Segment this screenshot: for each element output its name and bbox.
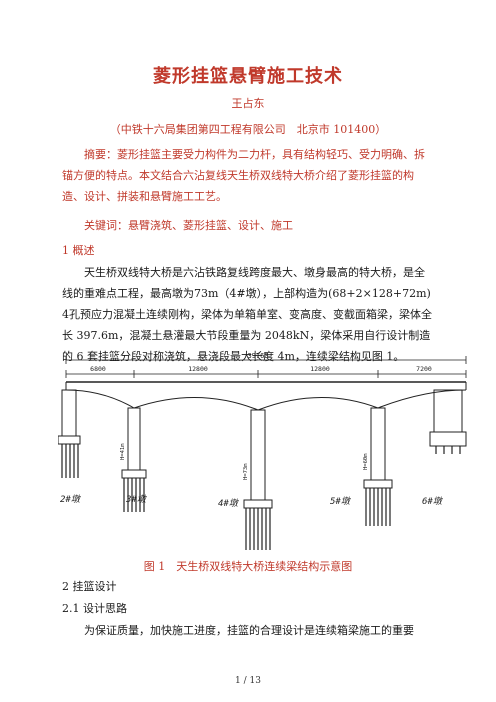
bridge-figure: 39760 6800 12800 12800 7200 H=41m — [58, 352, 467, 550]
pier-6 — [433, 389, 463, 433]
paper-title: 菱形挂篮悬臂施工技术 — [153, 66, 343, 87]
abstract: 摘要：菱形挂篮主要受力构件为二力杆，具有结构轻巧、受力明确、拆锚方便的特点。本文… — [62, 148, 425, 203]
pier-label: 2#墩 — [60, 494, 82, 505]
pier-label: 3#墩 — [125, 494, 148, 505]
span-label: 6800 — [90, 365, 106, 373]
total-span-label: 39760 — [247, 352, 268, 360]
span-label: 12800 — [188, 365, 208, 373]
pier-height-label: H=73m — [243, 463, 249, 480]
pier-5 — [370, 407, 386, 481]
author-name: 王占东 — [231, 97, 265, 110]
pier-4 — [250, 409, 266, 501]
pier-label: 5#墩 — [330, 496, 352, 507]
pier-3 — [127, 407, 141, 471]
span-label: 12800 — [310, 365, 330, 373]
pier-label: 6#墩 — [422, 496, 444, 507]
pier-2 — [61, 389, 77, 437]
section-1-heading: 1 概述 — [62, 244, 95, 257]
pier-height-label: H=60m — [363, 453, 369, 470]
pier-height-label: H=41m — [120, 443, 126, 460]
section-2-1-text: 为保证质量，加快施工进度，挂篮的合理设计是连续箱梁施工的重要 — [84, 624, 414, 637]
keywords: 关键词：悬臂浇筑、菱形挂篮、设计、施工 — [84, 219, 293, 232]
girder-bottom — [65, 389, 467, 411]
author-affiliation: （中铁十六局集团第四工程有限公司 北京市 101400） — [109, 123, 387, 136]
section-2-1-heading: 2.1 设计思路 — [62, 602, 127, 615]
pier-label: 4#墩 — [218, 498, 240, 509]
figure-caption: 图 1 天生桥双线特大桥连续梁结构示意图 — [143, 560, 353, 573]
page-number: 1 / 13 — [235, 676, 261, 686]
span-label: 7200 — [416, 365, 432, 373]
section-2-heading: 2 挂篮设计 — [62, 580, 117, 593]
section-1-text: 天生桥双线特大桥是六沾铁路复线跨度最大、墩身最高的特大桥，是全线的重难点工程，最… — [62, 266, 432, 363]
